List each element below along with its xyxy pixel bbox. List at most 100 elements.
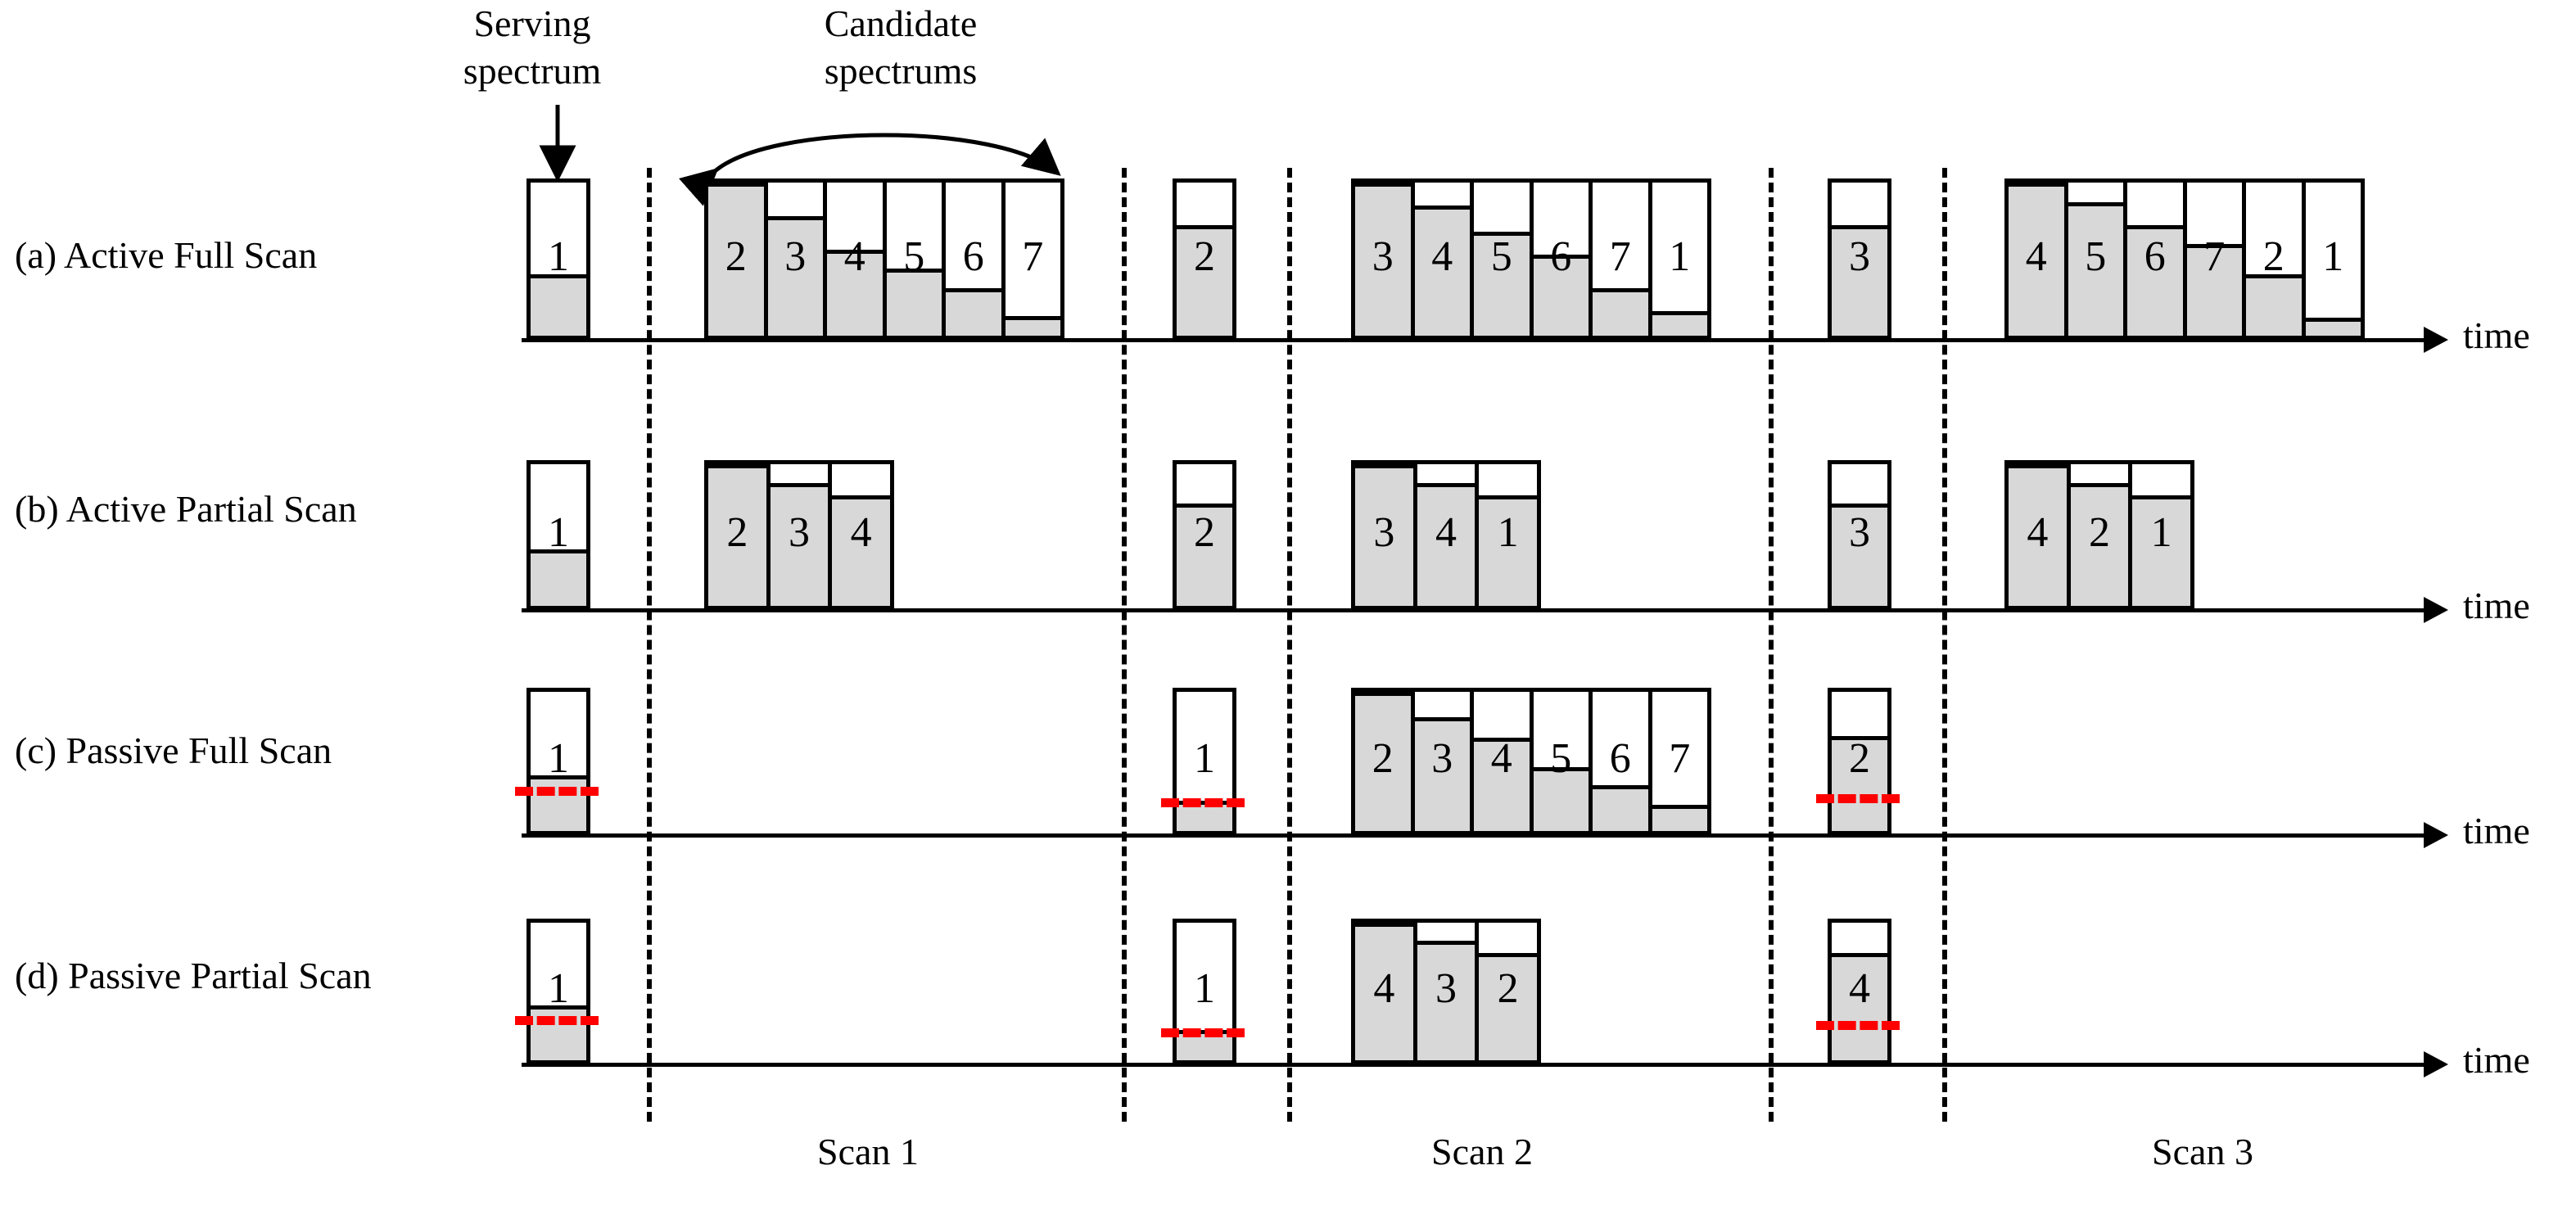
spectrum-bar[interactable]: 4 [2004,460,2071,610]
spectrum-bar[interactable]: 5 [2063,178,2127,340]
spectrum-bar-number: 5 [1490,233,1512,280]
spectrum-bar-number: 1 [548,735,569,782]
spectrum-bar-fill [1832,952,1887,1060]
spectrum-bar-number: 7 [1669,735,1691,782]
spectrum-bar[interactable]: 6 [1529,178,1593,340]
spectrum-bar[interactable]: 4 [1412,460,1480,610]
bar-group-serving: 1 [526,688,590,835]
spectrum-bar-fill [2009,183,2064,336]
spectrum-bar[interactable]: 4 [828,460,894,610]
spectrum-bar-number: 4 [1373,965,1395,1012]
spectrum-bar-number: 5 [2085,233,2107,280]
spectrum-bar[interactable]: 2 [1351,688,1415,835]
spectrum-bar[interactable]: 1 [1647,178,1711,340]
spectrum-bar[interactable]: 4 [1828,919,1891,1064]
spectrum-bar[interactable]: 1 [1173,919,1236,1064]
spectrum-bar-number: 2 [2088,508,2110,556]
spectrum-bar[interactable]: 3 [1828,178,1891,340]
time-axis-1 [522,338,2424,342]
spectrum-bar-fill [2009,464,2067,606]
spectrum-bar[interactable]: 2 [704,460,771,610]
spectrum-bar[interactable]: 5 [1470,178,1534,340]
spectrum-bar[interactable]: 2 [1173,178,1236,340]
spectrum-bar-fill [1417,940,1476,1060]
bar-group-serving: 1 [526,178,590,340]
spectrum-bar[interactable]: 7 [1589,178,1652,340]
spectrum-bar-fill [1479,495,1537,606]
spectrum-bar[interactable]: 5 [1529,688,1593,835]
spectrum-bar[interactable]: 2 [2242,178,2306,340]
row-label-4: (d) Passive Partial Scan [15,955,372,996]
spectrum-bar[interactable]: 1 [526,919,590,1064]
spectrum-bar[interactable]: 7 [1001,178,1064,340]
spectrum-bar[interactable]: 1 [2301,178,2365,340]
spectrum-bar[interactable]: 1 [526,178,590,340]
spectrum-bar[interactable]: 1 [1173,688,1236,835]
spectrum-bar[interactable]: 4 [1351,919,1417,1064]
spectrum-bar[interactable]: 3 [1351,460,1417,610]
spectrum-bar[interactable]: 3 [1412,919,1480,1064]
spectrum-bar-fill [2246,274,2302,336]
spectrum-bar[interactable]: 3 [1351,178,1415,340]
spectrum-bar[interactable]: 7 [2182,178,2246,340]
time-axis-arrow-3 [2424,822,2448,848]
bar-group-serving: 2 [1173,460,1236,610]
spectrum-bar[interactable]: 1 [526,688,590,835]
spectrum-bar[interactable]: 1 [526,460,590,610]
spectrum-bar-fill [1414,206,1470,336]
energy-detection-line [1161,798,1245,807]
spectrum-bar[interactable]: 6 [2123,178,2187,340]
scan-boundary-2 [1122,168,1127,1122]
spectrum-bar[interactable]: 1 [2128,460,2194,610]
spectrum-bar[interactable]: 1 [1475,460,1541,610]
row-label-1: (a) Active Full Scan [15,234,318,276]
spectrum-bar-number: 3 [1373,508,1395,556]
spectrum-bar[interactable]: 6 [1589,688,1652,835]
spectrum-bar[interactable]: 4 [1470,688,1534,835]
spectrum-bar-fill [767,216,823,336]
time-axis-arrow-4 [2424,1051,2448,1077]
spectrum-bar-number: 6 [962,233,984,280]
spectrum-bar-number: 2 [2262,233,2285,280]
spectrum-bar[interactable]: 2 [1475,919,1541,1064]
spectrum-bar[interactable]: 2 [2066,460,2133,610]
spectrum-bar[interactable]: 3 [763,178,827,340]
spectrum-bar[interactable]: 2 [704,178,768,340]
time-axis-3 [522,833,2424,838]
spectrum-bar-number: 3 [788,508,810,556]
spectrum-bar-fill [531,274,586,336]
serving-spectrum-annotation: Serving spectrum [463,2,602,92]
spectrum-bar-number: 7 [1022,233,1044,280]
spectrum-bar[interactable]: 4 [823,178,887,340]
spectrum-bar-fill [2305,317,2361,336]
spectrum-bar[interactable]: 7 [1647,688,1711,835]
spectrum-bar-fill [531,775,586,831]
spectrum-bar-number: 6 [1550,233,1572,280]
spectrum-bar-number: 2 [726,508,748,556]
spectrum-bar[interactable]: 2 [1173,460,1236,610]
spectrum-bar-fill [1832,504,1887,606]
time-axis-2 [522,608,2424,612]
spectrum-bar-fill [2127,225,2183,336]
spectrum-bar[interactable]: 3 [1828,460,1891,610]
spectrum-bar-number: 5 [1550,735,1572,782]
spectrum-bar-fill [1355,183,1411,336]
spectrum-bar[interactable]: 3 [1410,688,1474,835]
spectrum-bar[interactable]: 3 [766,460,833,610]
spectrum-bar[interactable]: 4 [1410,178,1474,340]
spectrum-bar-number: 2 [1497,965,1519,1012]
spectrum-bar[interactable]: 2 [1828,688,1891,835]
spectrum-bar[interactable]: 6 [942,178,1006,340]
spectrum-bar[interactable]: 5 [882,178,946,340]
spectrum-bar-number: 6 [1609,735,1631,782]
spectrum-bar[interactable]: 4 [2004,178,2068,340]
scan-caption-3: Scan 3 [2152,1131,2253,1172]
spectrum-bar-fill [1832,225,1887,336]
energy-detection-line [1816,793,1900,803]
spectrum-bar-fill [1355,692,1411,831]
